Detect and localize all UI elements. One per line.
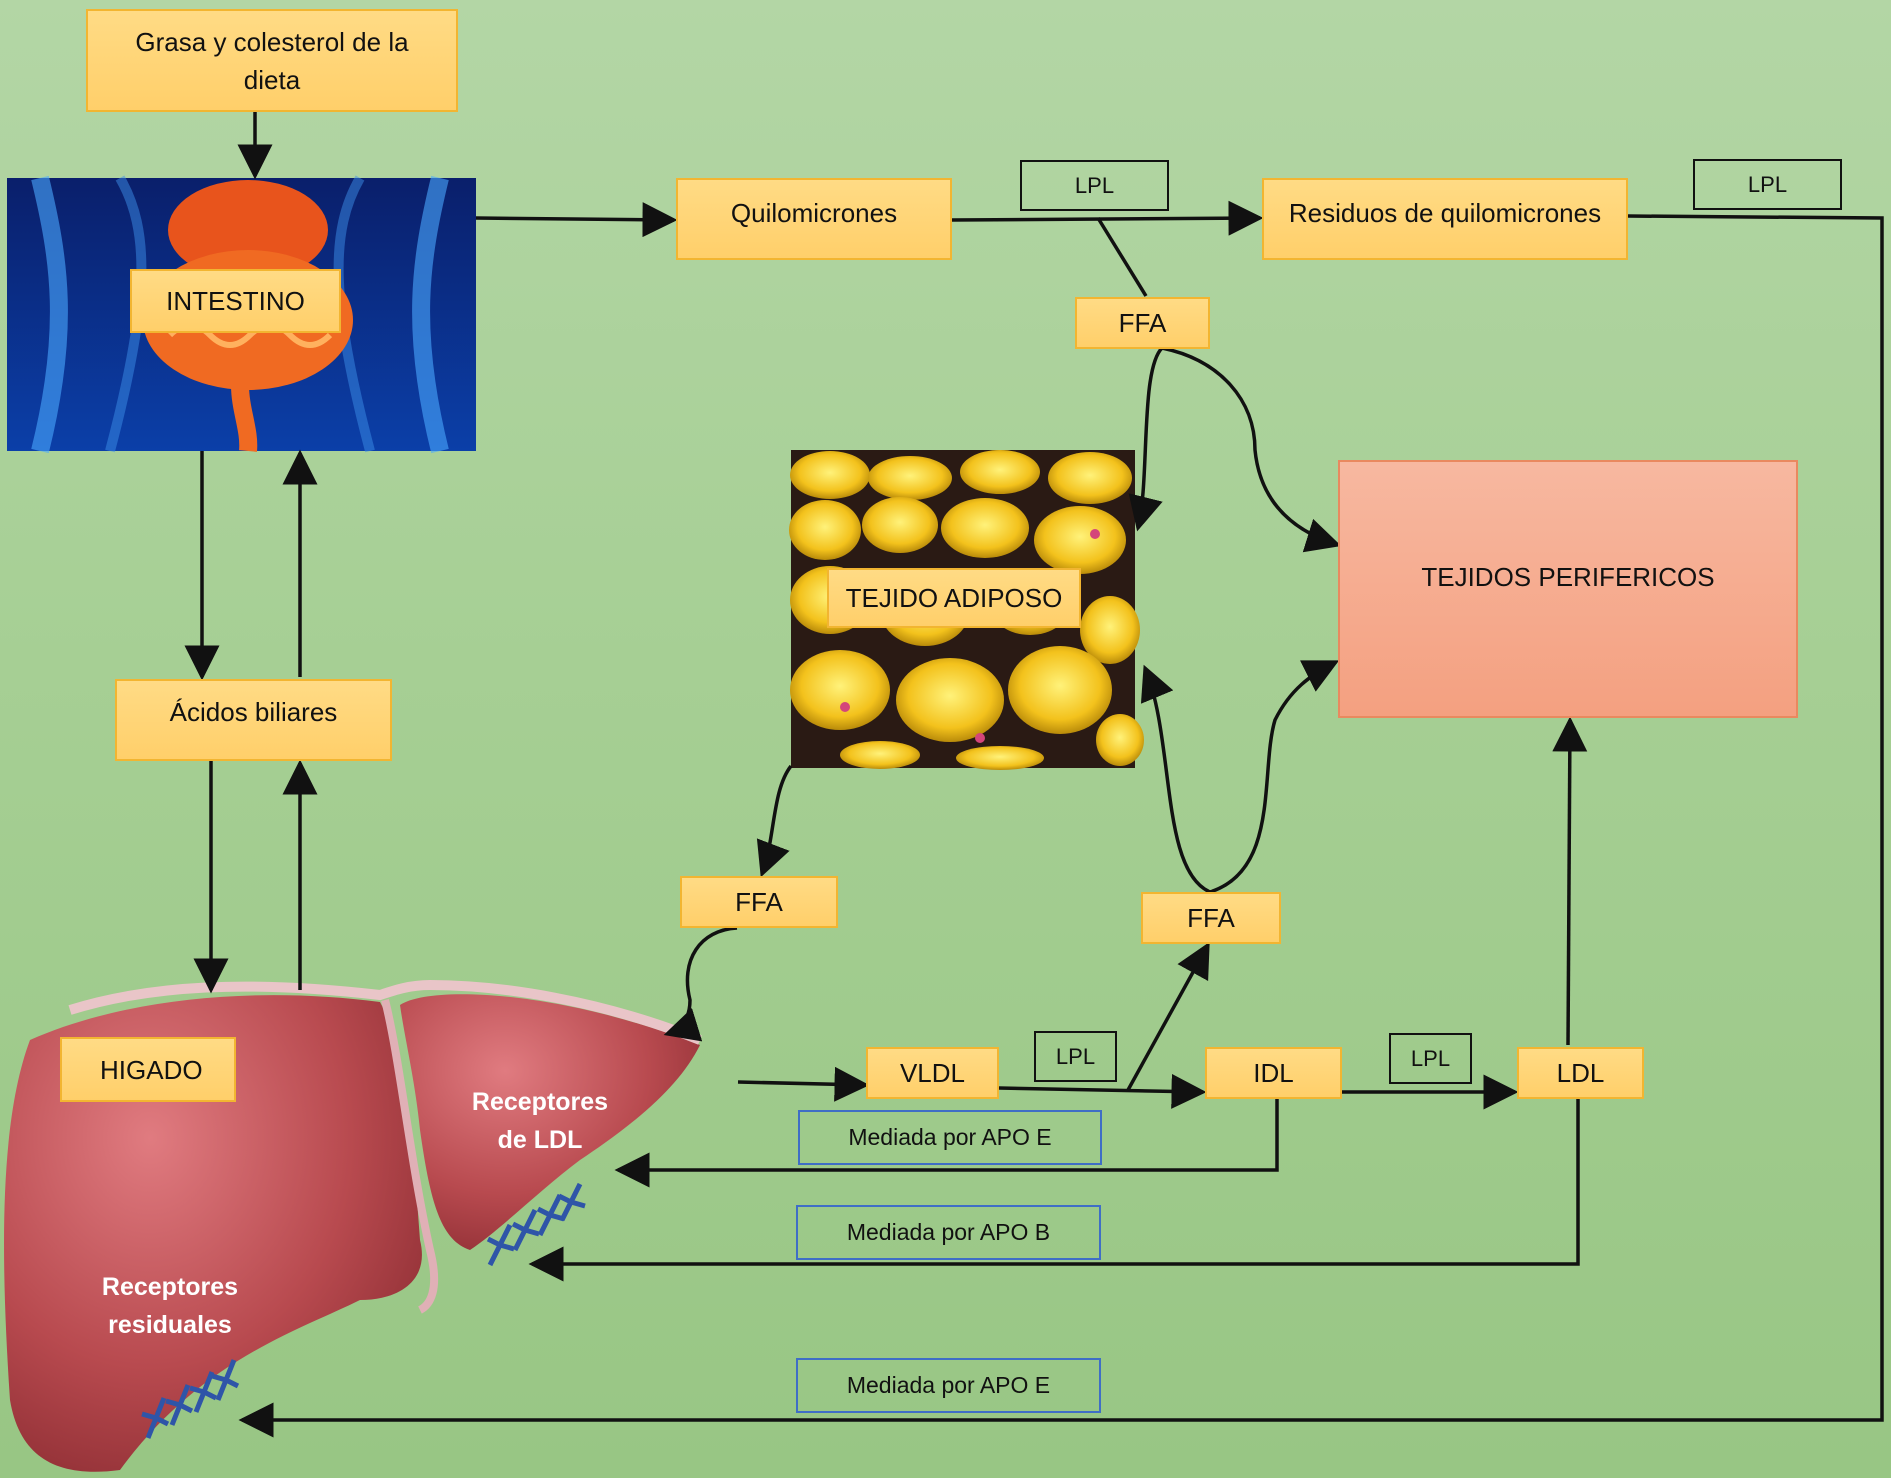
receptores-ldl-line1: Receptores bbox=[471, 1088, 609, 1116]
line-residuos-to-liver bbox=[238, 214, 1884, 1438]
lpl-label: LPL bbox=[1020, 160, 1169, 211]
intestino-node: INTESTINO bbox=[130, 269, 341, 333]
arrow-ffa-periph-lower bbox=[1209, 660, 1340, 894]
receptores-ldl-label: Receptores de LDL bbox=[450, 1083, 630, 1159]
arrow-vldl-ffa bbox=[1126, 941, 1210, 1091]
arrow-intestino-quilomicrones bbox=[475, 202, 678, 238]
ldl-node: LDL bbox=[1517, 1047, 1644, 1099]
liver-illustration bbox=[4, 979, 702, 1472]
arrow-ldl-periph bbox=[1552, 716, 1588, 1046]
receptores-residuales-line1: Receptores bbox=[101, 1273, 239, 1301]
idl-node: IDL bbox=[1205, 1047, 1342, 1099]
residual-receptor-glyphs bbox=[141, 1359, 240, 1439]
arrow-adipose-ffa bbox=[756, 764, 793, 878]
arrow-ffa-adipose-lower bbox=[1140, 664, 1211, 894]
lpl-label: LPL bbox=[1389, 1033, 1472, 1084]
arrow-quilomicrones-residuos bbox=[951, 200, 1264, 236]
ffa-right-node: FFA bbox=[1141, 892, 1281, 944]
arrow-ffa-adipose bbox=[1128, 346, 1164, 532]
ffa-left-node: FFA bbox=[680, 876, 838, 928]
higado-node: HIGADO bbox=[60, 1037, 236, 1102]
tejido-adiposo-node: TEJIDO ADIPOSO bbox=[827, 568, 1081, 628]
receptores-residuales-line2: residuales bbox=[108, 1311, 232, 1339]
lpl-label: LPL bbox=[1034, 1031, 1117, 1082]
tejidos-perifericos-node: TEJIDOS PERIFERICOS bbox=[1338, 460, 1798, 718]
mediada-apo-b-label: Mediada por APO B bbox=[796, 1205, 1101, 1260]
arrow-ffa-periph bbox=[1161, 346, 1342, 553]
arrow-vldl-idl bbox=[998, 1073, 1207, 1109]
quilomicrones-node: Quilomicrones bbox=[676, 178, 952, 260]
receptores-ldl-line2: de LDL bbox=[497, 1126, 583, 1154]
arrow-idl-liver-apoe bbox=[614, 1098, 1279, 1188]
ffa-top-node: FFA bbox=[1075, 297, 1210, 349]
arrow-ldl-liver-apob bbox=[528, 1098, 1580, 1282]
line-lpl-ffa-top bbox=[1096, 217, 1148, 297]
vldl-node: VLDL bbox=[866, 1047, 999, 1099]
mediada-apo-e-label: Mediada por APO E bbox=[798, 1110, 1102, 1165]
ldl-receptor-glyphs bbox=[486, 1182, 586, 1267]
lpl-label: LPL bbox=[1693, 159, 1842, 210]
arrow-liver-vldl bbox=[737, 1066, 870, 1102]
connectors bbox=[184, 112, 1884, 1438]
acidos-biliares-node: Ácidos biliares bbox=[115, 679, 392, 761]
residuos-node: Residuos de quilomicrones bbox=[1262, 178, 1628, 260]
mediada-apo-e-label: Mediada por APO E bbox=[796, 1358, 1101, 1413]
dietary-fat-node: Grasa y colesterol de la dieta bbox=[86, 9, 458, 112]
arrow-ffa-liver bbox=[663, 926, 738, 1042]
receptores-residuales-label: Receptores residuales bbox=[80, 1268, 260, 1344]
